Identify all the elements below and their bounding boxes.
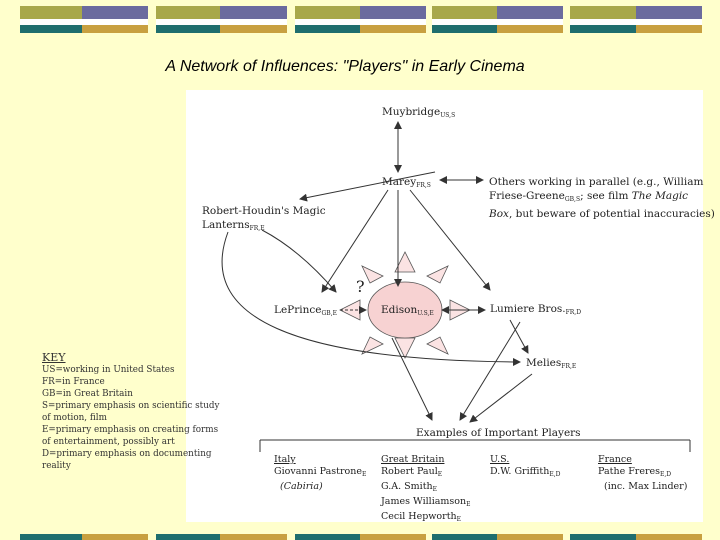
examples-bracket bbox=[259, 439, 691, 452]
arrow-marey-lumiere bbox=[409, 189, 491, 291]
node-robert-houdin: Robert-Houdin's Magic LanternsFR,E bbox=[202, 205, 326, 232]
top-banner bbox=[0, 0, 720, 40]
node-edison: EdisonU.S,E bbox=[381, 304, 434, 317]
arrow-melies-examples bbox=[469, 373, 533, 423]
column-great-britain: Great Britain Robert PaulE G.A. SmithE J… bbox=[381, 454, 471, 523]
slide-title: A Network of Influences: "Players" in Ea… bbox=[165, 58, 525, 75]
column-italy: Italy Giovanni PastroneE (Cabiria) bbox=[274, 454, 367, 492]
bottom-banner bbox=[0, 530, 720, 540]
arrow-houdin-melies bbox=[221, 231, 521, 366]
node-lumiere: Lumiere Bros.FR,D bbox=[490, 303, 582, 316]
arrow-lumiere-examples bbox=[459, 321, 521, 421]
edison-starburst bbox=[339, 251, 471, 359]
column-france: France Pathe FreresE,D (inc. Max Linder) bbox=[598, 454, 688, 492]
node-leprince: LePrinceGB,E bbox=[274, 304, 337, 317]
node-others: Others working in parallel (e.g., Willia… bbox=[489, 176, 715, 220]
arrow-marey-leprince bbox=[321, 189, 389, 293]
examples-header: Examples of Important Players bbox=[416, 427, 581, 439]
question-mark: ? bbox=[356, 277, 365, 296]
arrow-marey-houdin bbox=[299, 171, 436, 202]
key-title: KEY bbox=[42, 351, 66, 364]
node-melies: MeliesFR,E bbox=[526, 357, 577, 370]
arrow-edison-examples bbox=[391, 337, 433, 421]
influence-arrows bbox=[221, 121, 533, 423]
node-muybridge: MuybridgeUS,S bbox=[382, 106, 456, 119]
arrow-houdin-leprince bbox=[261, 229, 337, 293]
column-us: U.S. D.W. GriffithE,D bbox=[490, 454, 561, 478]
arrow-lumiere-melies bbox=[509, 319, 529, 354]
key-legend: KEY US=working in United States FR=in Fr… bbox=[42, 351, 220, 472]
node-marey: MareyFR,S bbox=[382, 176, 431, 189]
